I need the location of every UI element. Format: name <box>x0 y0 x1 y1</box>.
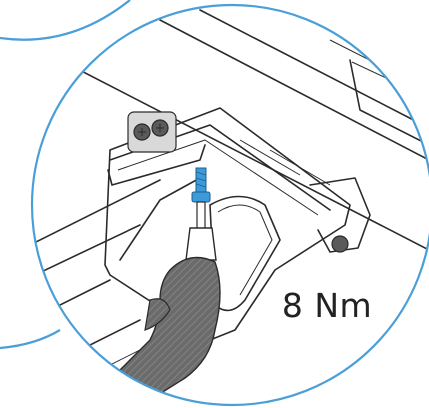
torque-label: 8 Nm <box>281 285 373 325</box>
callout-arc-top <box>0 0 131 41</box>
detail-circle <box>30 3 429 407</box>
hand-with-screwdriver-icon <box>109 227 221 405</box>
callout-arc-left <box>0 329 61 350</box>
